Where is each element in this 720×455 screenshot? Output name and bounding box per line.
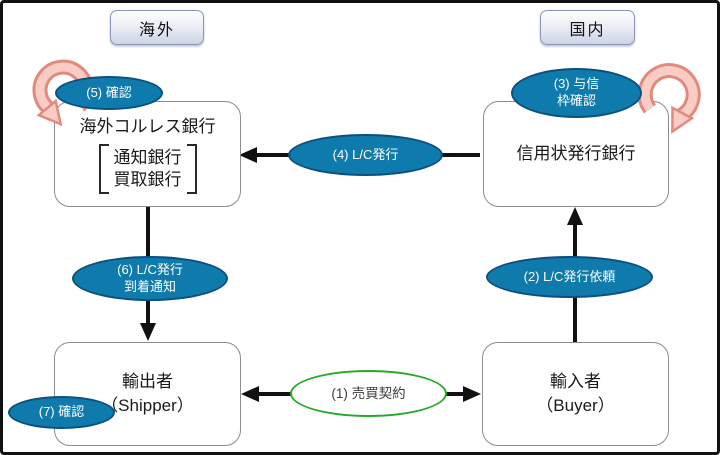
step-1-sales-contract-badge: (1) 売買契約 bbox=[290, 370, 447, 417]
step-5-confirm-badge: (5) 確認 bbox=[55, 76, 163, 110]
region-label-overseas: 海外 bbox=[110, 10, 204, 45]
step-7-confirm-badge: (7) 確認 bbox=[8, 396, 115, 429]
step-2-label: (2) L/C発行依頼 bbox=[523, 268, 616, 284]
right-bracket bbox=[186, 143, 197, 194]
step-4-label: (4) L/C発行 bbox=[332, 146, 399, 162]
step-3-credit-check-badge: (3) 与信 枠確認 bbox=[511, 68, 642, 118]
step-5-label: (5) 確認 bbox=[86, 84, 132, 100]
bank-roles-bracket: 通知銀行 買取銀行 bbox=[98, 143, 197, 194]
node-correspondent-bank: 海外コルレス銀行 通知銀行 買取銀行 bbox=[54, 101, 241, 207]
issuing-bank-title: 信用状発行銀行 bbox=[516, 144, 636, 164]
step-6-label-line1: (6) L/C発行 bbox=[117, 261, 183, 277]
step-2-lc-request-badge: (2) L/C発行依頼 bbox=[486, 256, 653, 298]
bracket-line-negotiating-bank: 買取銀行 bbox=[113, 169, 182, 189]
step-6-label-line2: 到着通知 bbox=[123, 278, 176, 294]
step-3-label-line2: 枠確認 bbox=[556, 93, 596, 108]
step-4-lc-issue-badge: (4) L/C発行 bbox=[288, 134, 443, 176]
node-issuing-bank: 信用状発行銀行 bbox=[483, 101, 669, 207]
step-3-label-line1: (3) 与信 bbox=[553, 76, 600, 92]
exporter-title: 輸出者 bbox=[122, 372, 173, 392]
overseas-label-text: 海外 bbox=[138, 21, 175, 39]
region-label-domestic: 国内 bbox=[540, 10, 635, 45]
correspondent-bank-title: 海外コルレス銀行 bbox=[79, 117, 216, 136]
exporter-subtitle: （Shipper） bbox=[101, 396, 194, 415]
loop-arrow-credit-check bbox=[637, 63, 701, 134]
step-6-arrival-notice-badge: (6) L/C発行 到着通知 bbox=[72, 256, 228, 301]
step-1-label: (1) 売買契約 bbox=[331, 385, 406, 401]
bracket-line-advising-bank: 通知銀行 bbox=[113, 147, 182, 167]
node-importer: 輸入者 （Buyer） bbox=[482, 342, 669, 446]
step-7-label: (7) 確認 bbox=[38, 404, 85, 420]
importer-title: 輸入者 bbox=[550, 372, 601, 392]
node-exporter: 輸出者 （Shipper） bbox=[54, 342, 241, 446]
importer-subtitle: （Buyer） bbox=[536, 396, 615, 415]
domestic-label-text: 国内 bbox=[569, 21, 606, 39]
left-bracket bbox=[98, 143, 109, 194]
